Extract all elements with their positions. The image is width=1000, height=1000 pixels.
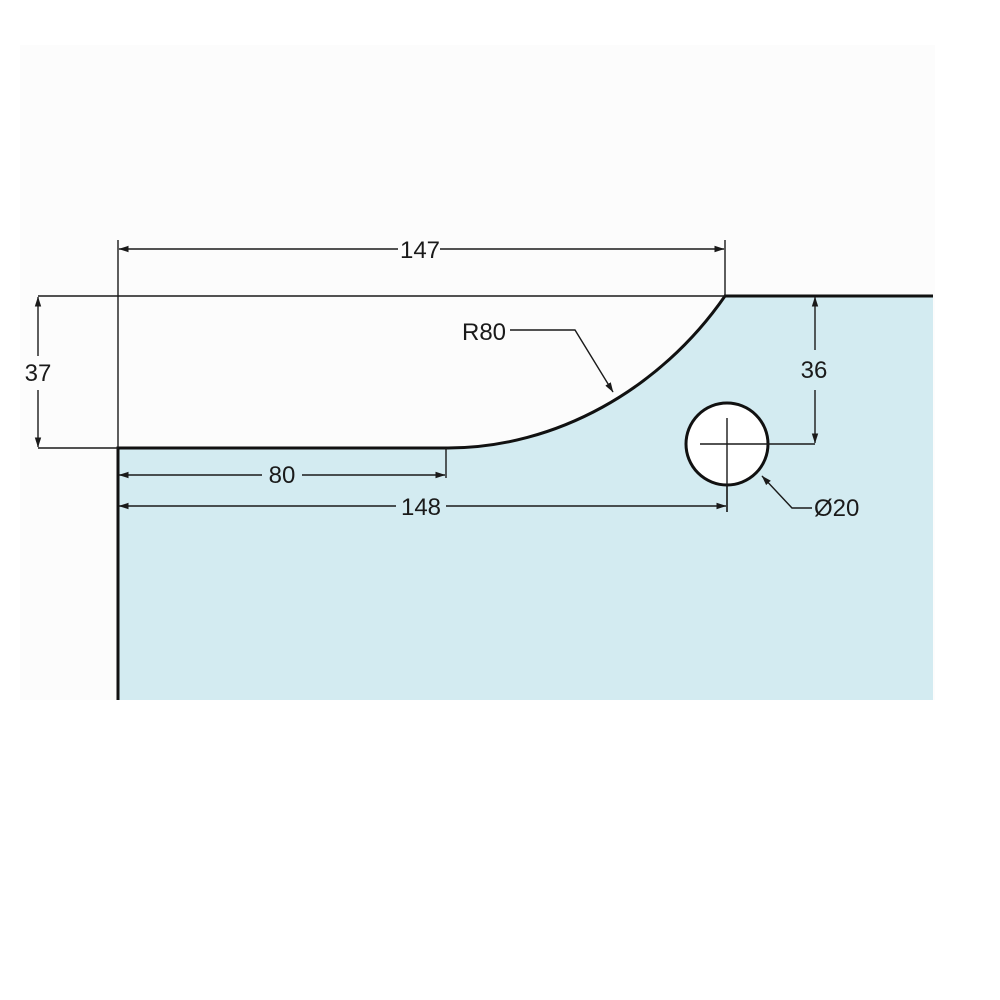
dimension-label-37: 37 — [25, 360, 52, 387]
glass-panel — [118, 296, 933, 700]
dimension-label-147: 147 — [400, 237, 440, 264]
dimension-label-36: 36 — [801, 357, 828, 384]
glass-outline — [116, 294, 933, 700]
radius-leader — [510, 329, 614, 393]
dimension-label-diameter: Ø20 — [814, 495, 859, 522]
diameter-leader — [761, 475, 812, 509]
dimension-label-radius: R80 — [462, 319, 506, 346]
dimension-label-148: 148 — [401, 494, 441, 521]
dimension-label-80: 80 — [269, 462, 296, 489]
